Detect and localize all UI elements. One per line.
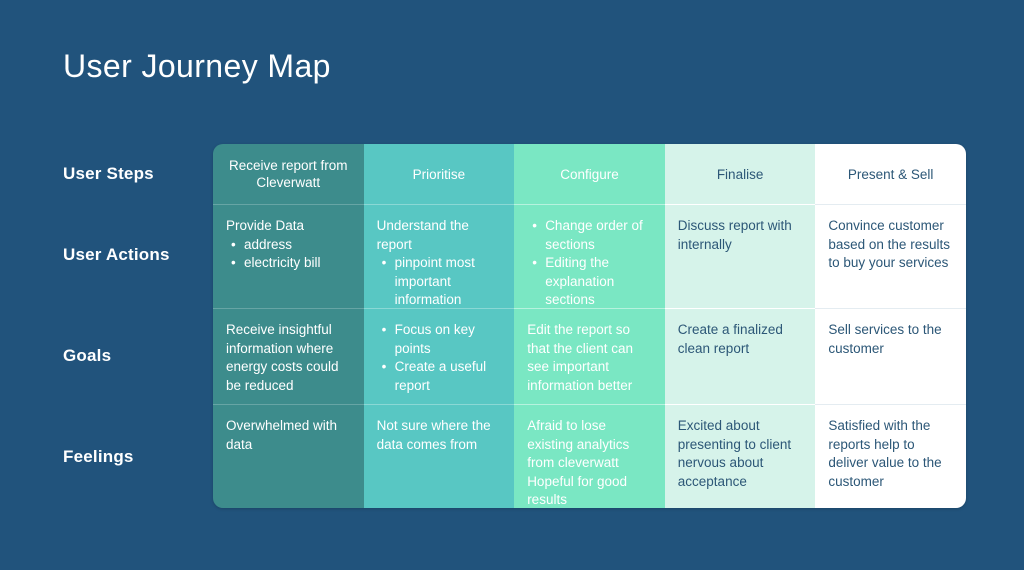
cell-lead-text: Satisfied with the reports help to deliv… [828,418,942,489]
cell-feelings[interactable]: Not sure where the data comes from [363,404,515,508]
cell-user-actions[interactable]: Provide Data address electricity bill [213,204,364,308]
column-header-cell[interactable]: Configure [514,144,665,204]
cell-bullet-list: Change order of sections Editing the exp… [527,217,652,308]
row-label-column: User Steps User Actions Goals Feelings [63,144,213,508]
cell-lead-text: Overwhelmed with data [226,418,338,452]
cell-lead-text: Convince customer based on the results t… [828,218,950,270]
cell-feelings[interactable]: Excited about presenting to client nervo… [664,404,816,508]
column-header-label: Receive report from Cleverwatt [229,158,348,190]
list-item: pinpoint most important information [382,254,502,308]
column-header-label: Present & Sell [847,166,934,182]
cell-feelings[interactable]: Afraid to lose existing analytics from c… [514,404,665,508]
cell-goals[interactable]: Edit the report so that the client can s… [514,308,665,404]
row-label-goals: Goals [63,346,112,365]
cell-bullet-list: Focus on key points Create a useful repo… [377,321,502,395]
cell-lead-text: Edit the report so that the client can s… [527,322,634,393]
list-item: address [231,236,351,255]
cell-lead-text: Sell services to the customer [828,322,942,356]
list-item: Change order of sections [532,217,652,254]
column-header-label: Prioritise [412,166,466,182]
cell-lead-text: Receive insightful information where ene… [226,322,339,393]
cell-feelings[interactable]: Satisfied with the reports help to deliv… [815,404,966,508]
journey-column-5: Present & Sell Convince customer based o… [815,144,966,508]
column-header-label: Configure [560,166,619,182]
column-header-label: Finalise [716,166,764,182]
column-header-cell[interactable]: Present & Sell [815,144,966,204]
list-item: Focus on key points [382,321,502,358]
row-label-user-actions: User Actions [63,245,170,264]
column-header-cell[interactable]: Prioritise [363,144,515,204]
journey-column-1: Receive report from Cleverwatt Provide D… [213,144,364,508]
list-item: Editing the explanation sections [532,254,652,308]
journey-column-4: Finalise Discuss report with internally … [664,144,816,508]
row-label-user-steps: User Steps [63,164,154,183]
cell-lead-text: Afraid to lose existing analytics from c… [527,418,630,507]
row-label-feelings: Feelings [63,447,134,466]
column-header-cell[interactable]: Finalise [664,144,816,204]
page-title: User Journey Map [63,48,331,84]
journey-column-3: Configure Change order of sections Editi… [514,144,665,508]
cell-lead-text: Excited about presenting to client nervo… [677,418,792,489]
cell-user-actions[interactable]: Discuss report with internally [664,204,816,308]
cell-bullet-list: pinpoint most important information [377,254,502,308]
cell-lead-text: Not sure where the data comes from [376,418,491,452]
cell-user-actions[interactable]: Change order of sections Editing the exp… [514,204,665,308]
journey-map-matrix: Receive report from Cleverwatt Provide D… [213,144,966,508]
cell-goals[interactable]: Receive insightful information where ene… [213,308,364,404]
cell-lead-text: Discuss report with internally [677,218,792,252]
list-item: electricity bill [231,254,351,273]
journey-column-2: Prioritise Understand the report pinpoin… [363,144,515,508]
cell-lead-text: Provide Data [226,218,305,233]
cell-goals[interactable]: Focus on key points Create a useful repo… [363,308,515,404]
list-item: Create a useful report [382,358,502,395]
cell-user-actions[interactable]: Convince customer based on the results t… [815,204,966,308]
cell-user-actions[interactable]: Understand the report pinpoint most impo… [363,204,515,308]
cell-goals[interactable]: Create a finalized clean report [664,308,816,404]
cell-feelings[interactable]: Overwhelmed with data [213,404,364,508]
cell-lead-text: Understand the report [376,218,469,252]
cell-bullet-list: address electricity bill [226,236,351,273]
cell-lead-text: Create a finalized clean report [677,322,783,356]
cell-goals[interactable]: Sell services to the customer [815,308,966,404]
column-header-cell[interactable]: Receive report from Cleverwatt [213,144,364,204]
